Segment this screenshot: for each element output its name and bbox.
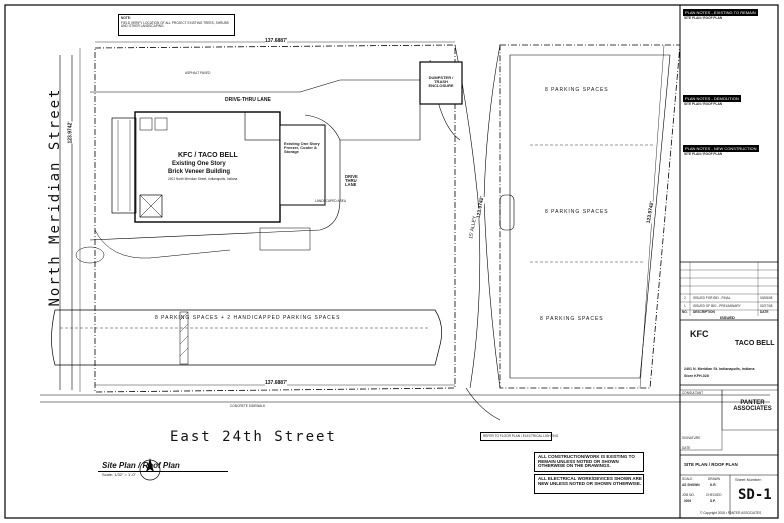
job-label: JOB NO. <box>682 493 695 497</box>
top-note-title: NOTE: <box>121 16 131 20</box>
parking-label-bottom: 8 PARKING SPACES + 2 HANDICAPPED PARKING… <box>155 315 341 321</box>
tb-section-demolition: PLAN NOTES - DEMOLITION <box>683 95 741 102</box>
client-logo-kfc: KFC <box>690 329 709 339</box>
issued-label: ISSUED <box>720 315 735 320</box>
consultant-label: CONSULTANT <box>682 391 704 395</box>
building-footprint <box>134 111 281 223</box>
date-label: DATE <box>682 446 691 450</box>
dimension-left: 123.9742' <box>67 121 74 144</box>
top-note-body: FIELD VERIFY LOCATION OF ALL PROJECT EXI… <box>121 21 229 29</box>
building-name: KFC / TACO BELL <box>178 152 238 159</box>
dimension-top: 137.6887' <box>265 38 288 44</box>
sheet-number: SD-1 <box>738 487 772 503</box>
architect-name: PANTER ASSOCIATES <box>733 400 772 412</box>
drive-thru-lane-top: DRIVE-THRU LANE <box>225 97 271 103</box>
dumpster-enclosure <box>419 61 463 105</box>
tb-section-new: PLAN NOTES - NEW CONSTRUCTION <box>683 145 759 152</box>
north-arrow-icon <box>139 458 161 481</box>
electrical-note: ALL ELECTRICAL WORK/DEVICES SHOWN ARE NE… <box>538 476 642 486</box>
job-value: 0209 <box>684 499 692 503</box>
copyright: © Copyright 2008 • PANTER ASSOCIATES <box>700 511 762 515</box>
rev-header-date: DATE <box>760 310 769 314</box>
sheet-number-label: Sheet Number: <box>735 477 762 482</box>
construction-note-box: ALL CONSTRUCTION/WORK IS EXISTING TO REM… <box>534 452 644 472</box>
signature-label: SIGNATURE <box>682 436 701 440</box>
dumpster-label: DUMPSTER / TRASH ENCLOSURE <box>428 75 454 88</box>
construction-note: ALL CONSTRUCTION/WORK IS EXISTING TO REM… <box>538 454 635 468</box>
asphalt-paved-label: ASPHALT PAVED <box>185 71 211 75</box>
client-logo-taco-bell: TACO BELL <box>735 340 775 347</box>
dimension-bottom: 137.6887' <box>265 380 288 386</box>
plan-title: Site Plan / Roof Plan <box>102 461 180 470</box>
plan-title-underline <box>98 471 228 472</box>
rev-row-2-no: 2 <box>684 296 686 300</box>
existing-freezer-label: Existing One Story Freezer, Cooler & Sto… <box>284 141 320 154</box>
rev-header-no: NO. <box>682 310 688 314</box>
top-note-box: NOTE: FIELD VERIFY LOCATION OF ALL PROJE… <box>118 14 235 36</box>
property-line-main-lot <box>94 44 456 393</box>
tb-section-demolition-sub: SITE PLAN / ROOF PLAN <box>684 102 723 106</box>
concrete-sidewalk-label: CONCRETE SIDEWALK <box>230 404 266 408</box>
rev-row-1-no: 1 <box>684 304 686 308</box>
electrical-note-box: ALL ELECTRICAL WORK/DEVICES SHOWN ARE NE… <box>534 474 644 494</box>
rev-row-1-desc: ISSUED OF BID - PRELIMINARY <box>693 304 741 308</box>
rev-header-desc: DESCRIPTION <box>693 310 715 314</box>
scale-label: SCALE <box>682 477 693 481</box>
building-desc-2: Brick Veneer Building <box>168 169 231 175</box>
tb-section-existing: PLAN NOTES - EXISTING TO REMAIN <box>683 9 758 16</box>
project-address: 2401 N. Meridian St. Indianapolis, India… <box>684 367 755 371</box>
building-address: 2401 North Meridian Street, Indianapolis… <box>168 177 238 181</box>
building-desc-1: Existing One Story <box>172 161 226 167</box>
reference-note: REFER TO FLOOR PLAN / ELECTRICAL LIGHTIN… <box>483 434 559 438</box>
reference-note-box: REFER TO FLOOR PLAN / ELECTRICAL LIGHTIN… <box>480 432 558 441</box>
rev-row-2-desc: ISSUED FOR BID - FINAL <box>693 296 731 300</box>
checked-value: S.P. <box>710 499 716 503</box>
landscaped-area-label: LANDSCAPED AREA <box>315 199 346 203</box>
rev-row-2-date: 03/08/08 <box>760 296 773 300</box>
parking-label-right-lower: 8 PARKING SPACES <box>540 316 604 322</box>
property-line-right-lot <box>499 44 681 389</box>
street-label-north-meridian: North Meridian Street <box>47 87 63 307</box>
sheet-title: SITE PLAN / ROOF PLAN <box>684 462 738 467</box>
parking-label-right-mid: 8 PARKING SPACES <box>545 209 609 215</box>
parking-label-right-top: 8 PARKING SPACES <box>545 87 609 93</box>
street-label-east-24th: East 24th Street <box>170 429 337 445</box>
checked-label: CHECKED <box>706 493 722 497</box>
drive-thru-lane-side: DRIVE THRU LANE <box>345 174 358 188</box>
scale-value: AS SHOWN <box>682 483 700 487</box>
drawn-label: DRAWN <box>708 477 720 481</box>
drawn-value: K.R. <box>710 483 717 487</box>
plan-scale: Scale: 1/32" = 1'-0" <box>102 472 136 477</box>
rev-row-1-date: 02/27/08 <box>760 304 773 308</box>
store-number: Store KFH-028 <box>684 374 709 378</box>
tb-section-existing-sub: SITE PLAN / ROOF PLAN <box>684 16 723 20</box>
tb-section-new-sub: SITE PLAN / ROOF PLAN <box>684 152 723 156</box>
